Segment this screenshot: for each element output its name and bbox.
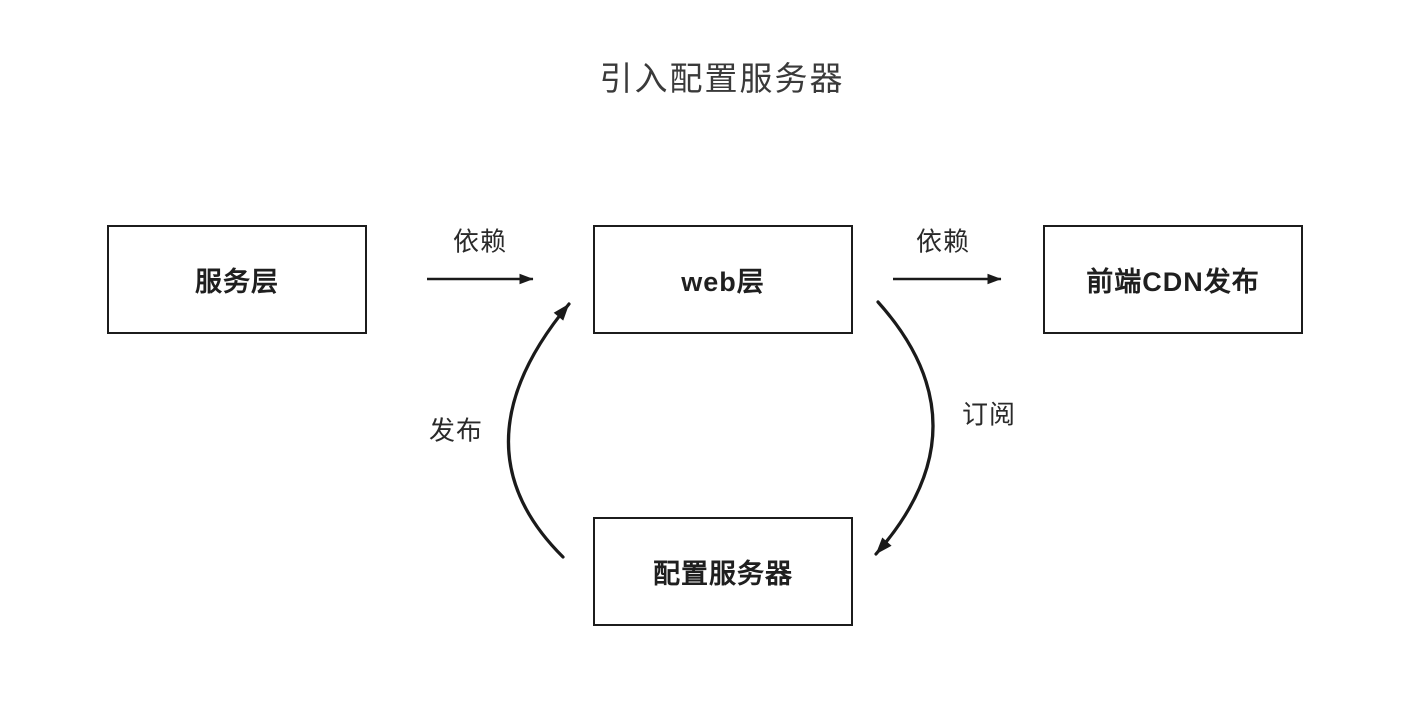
- node-frontend-cdn-release-label: 前端CDN发布: [1086, 267, 1260, 297]
- node-config-server-label: 配置服务器: [653, 559, 793, 589]
- node-web-layer: web层: [593, 225, 853, 334]
- node-service-layer: 服务层: [107, 225, 367, 334]
- edge-label-publish: 发布: [428, 415, 484, 446]
- edge-label-dependency-2: 依赖: [915, 226, 971, 257]
- node-frontend-cdn-release: 前端CDN发布: [1043, 225, 1303, 334]
- node-service-layer-label: 服务层: [195, 267, 279, 297]
- diagram-title: 引入配置服务器: [599, 60, 845, 97]
- edge-label-dependency-1: 依赖: [452, 226, 508, 257]
- publish-arrow-config-to-web: [506, 302, 571, 559]
- edge-label-subscribe: 订阅: [961, 399, 1017, 430]
- node-config-server: 配置服务器: [593, 517, 853, 626]
- node-web-layer-label: web层: [681, 267, 765, 297]
- subscribe-arrow-web-to-config: [874, 300, 935, 556]
